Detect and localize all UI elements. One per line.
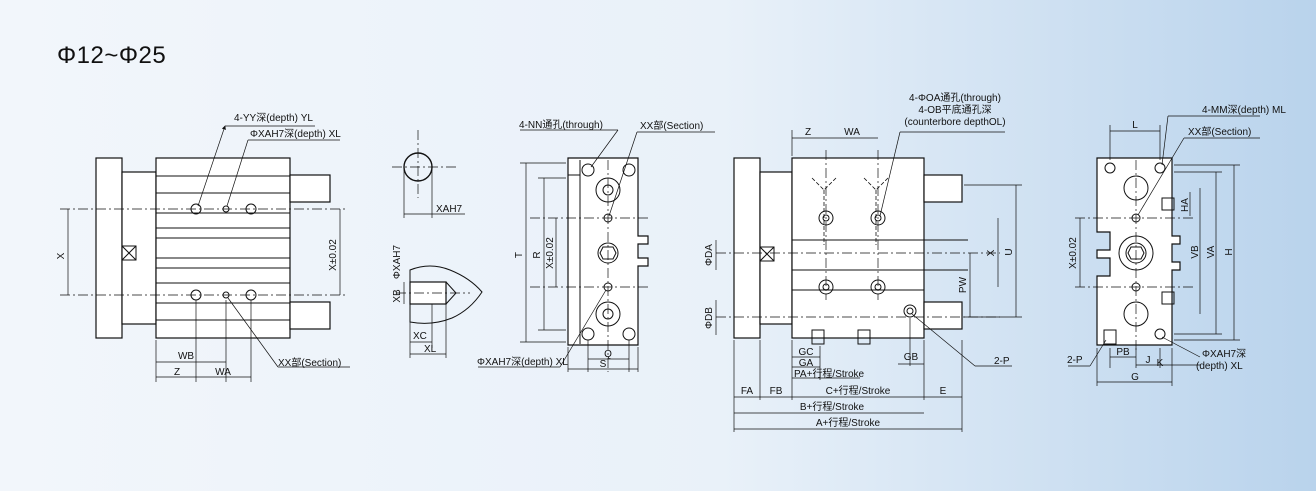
view4-ob-counterbore-label: 4-OB平底通孔深 — [918, 103, 991, 116]
view4-z-label: Z — [805, 127, 811, 138]
view5-xx-section-label: XX部(Section) — [1188, 125, 1251, 138]
view2-xc-label: XC — [413, 331, 427, 342]
view5-vb-label: VB — [1190, 245, 1201, 259]
view3-nn-through-label: 4-NN通孔(through) — [519, 119, 603, 131]
view5-x-tol-label: X±0.02 — [1068, 237, 1079, 269]
view5-xa-depth-label-2: (depth) XL — [1196, 361, 1243, 372]
view3-xx-section-label: XX部(Section) — [640, 119, 703, 132]
view4-side-view: 4-ΦOA通孔(through) 4-OB平底通孔深 (counterbore … — [704, 92, 1022, 432]
view5-h-label: H — [1224, 248, 1235, 255]
view4-b-stroke-label: B+行程/Stroke — [800, 400, 865, 413]
view3-x-tol-label: X±0.02 — [545, 237, 556, 269]
view1-x-label: X — [56, 252, 67, 259]
view4-da-label: ΦDA — [704, 244, 715, 266]
view1-xa-depth-label: ΦXAH7深(depth) XL — [250, 128, 341, 140]
view3-end-view: 4-NN通孔(through) XX部(Section) T R X±0.02 … — [477, 119, 715, 372]
view5-j-label: J — [1146, 355, 1151, 366]
view4-u-label: U — [1004, 248, 1015, 255]
view4-wa-label: WA — [844, 127, 860, 138]
view2-xb-label: XB — [392, 289, 403, 303]
view4-e-label: E — [940, 386, 947, 397]
view3-s-label: S — [600, 359, 607, 370]
view4-c-stroke-label: C+行程/Stroke — [826, 384, 891, 397]
view5-ha-label: HA — [1180, 198, 1191, 212]
view3-r-label: R — [532, 251, 543, 258]
view4-db-label: ΦDB — [704, 307, 715, 329]
view1-xx-section-label: XX部(Section) — [278, 356, 341, 369]
view2-pin-detail: XAH7 ΦXAH7 XB XC XL — [392, 130, 483, 358]
view4-pa-stroke-label: PA+行程/Stroke — [794, 367, 865, 380]
view5-k-label: K — [1157, 358, 1164, 369]
view5-end-view: 4-MM深(depth) ML L XX部(Section) HA VB VA … — [1067, 104, 1286, 386]
view5-mm-depth-label: 4-MM深(depth) ML — [1202, 104, 1286, 116]
view4-ga-label: GA — [799, 358, 814, 369]
view5-l-label: L — [1132, 120, 1138, 131]
view4-x-label: X — [986, 249, 997, 256]
view5-va-label: VA — [1206, 245, 1217, 258]
view3-xa-depth-label: ΦXAH7深(depth) XL — [477, 356, 568, 368]
view3-q-label: Q — [604, 349, 612, 360]
view4-pw-label: PW — [958, 276, 969, 293]
view1-wb-label: WB — [178, 351, 194, 362]
view4-two-p-label: 2-P — [994, 356, 1010, 367]
page-title: Φ12~Φ25 — [57, 42, 167, 69]
view4-fa-label: FA — [741, 386, 754, 397]
view3-t-label: T — [514, 252, 525, 258]
view1-yy-depth-label: 4-YY深(depth) YL — [234, 112, 313, 124]
view4-counterbore-depth-label: (counterbore depthOL) — [904, 117, 1005, 128]
view4-a-stroke-label: A+行程/Stroke — [816, 416, 881, 429]
view1-x-tol-label: X±0.02 — [328, 239, 339, 271]
view2-phi-xa-label: ΦXAH7 — [392, 245, 403, 280]
view2-xa-h7-label: XAH7 — [436, 204, 463, 215]
view2-xl-label: XL — [424, 344, 437, 355]
view4-gc-label: GC — [799, 347, 814, 358]
view5-xa-depth-label-1: ΦXAH7深 — [1202, 348, 1246, 360]
view4-fb-label: FB — [770, 386, 783, 397]
view1-z-label: Z — [174, 367, 180, 378]
view1-wa-label: WA — [215, 367, 231, 378]
view4-oa-through-label: 4-ΦOA通孔(through) — [909, 92, 1001, 104]
view5-two-p-label: 2-P — [1067, 355, 1083, 366]
view1-top-view: 4-YY深(depth) YL ΦXAH7深(depth) XL X X±0.0… — [56, 112, 350, 382]
view4-gb-label: GB — [904, 352, 919, 363]
view5-g-label: G — [1131, 372, 1139, 383]
view5-pb-label: PB — [1116, 347, 1130, 358]
